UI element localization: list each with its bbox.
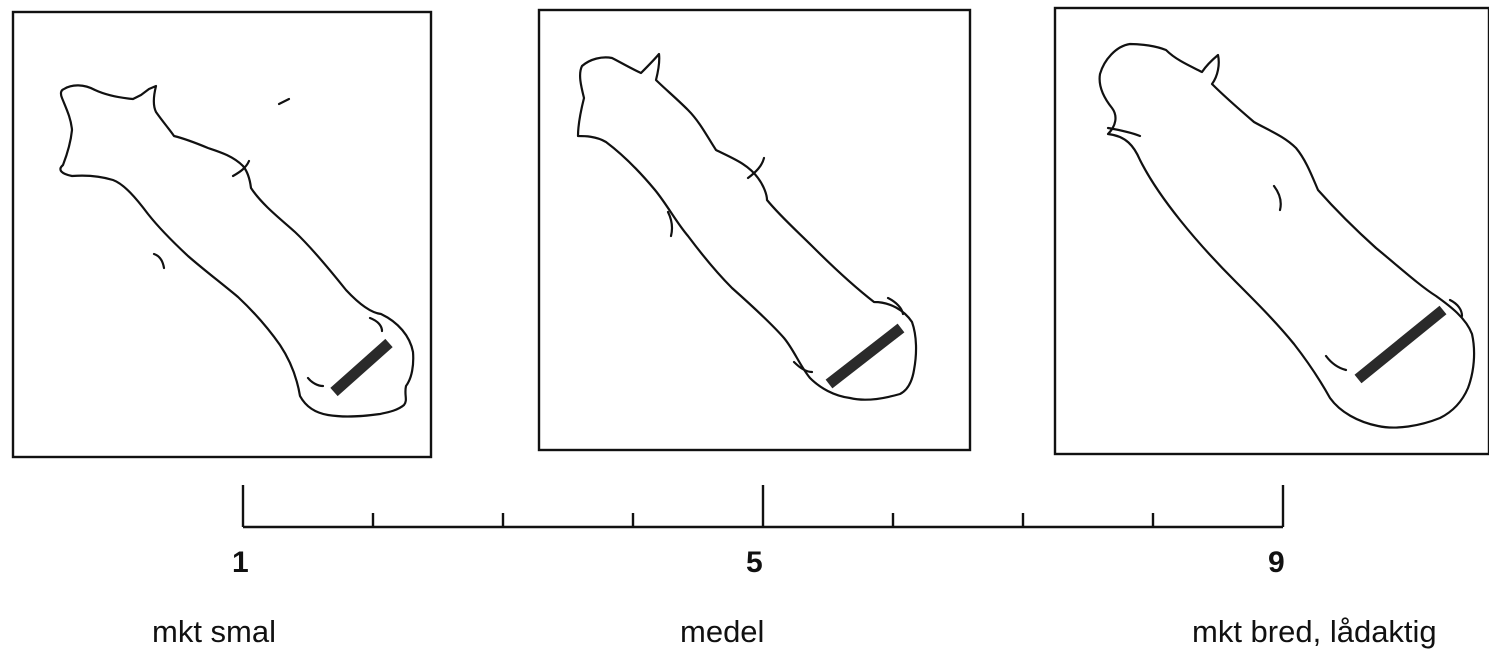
panel-1-animal-outline — [59, 84, 415, 418]
panel-1-fur-tuft — [152, 159, 384, 388]
panel-2-fur-tuft — [666, 156, 905, 374]
panel-1-speck — [277, 97, 291, 106]
panel-1-width-bar — [330, 338, 393, 397]
scale-ticks — [241, 485, 1285, 527]
panel-2-width-bar — [825, 323, 905, 389]
caption-very-narrow: mkt smal — [152, 614, 276, 649]
scale-label-1: 1 — [232, 546, 249, 579]
panel-2 — [537, 8, 972, 452]
score-scale: 1 5 9 — [232, 485, 1285, 579]
panel-2-animal-outline — [576, 52, 918, 401]
panel-2-frame — [537, 8, 972, 452]
scale-label-9: 9 — [1268, 546, 1285, 579]
panel-3-animal-outline — [1098, 42, 1476, 429]
panel-3 — [1053, 6, 1489, 456]
scale-label-5: 5 — [746, 546, 763, 579]
panel-3-frame — [1053, 6, 1489, 456]
panel-3-fur-tuft — [1106, 126, 1464, 372]
panel-3-width-bar — [1354, 305, 1447, 384]
caption-medium: medel — [680, 614, 765, 649]
panel-1 — [11, 10, 433, 459]
panel-1-frame — [11, 10, 433, 459]
caption-very-broad-boxy: mkt bred, lådaktig — [1192, 614, 1437, 649]
